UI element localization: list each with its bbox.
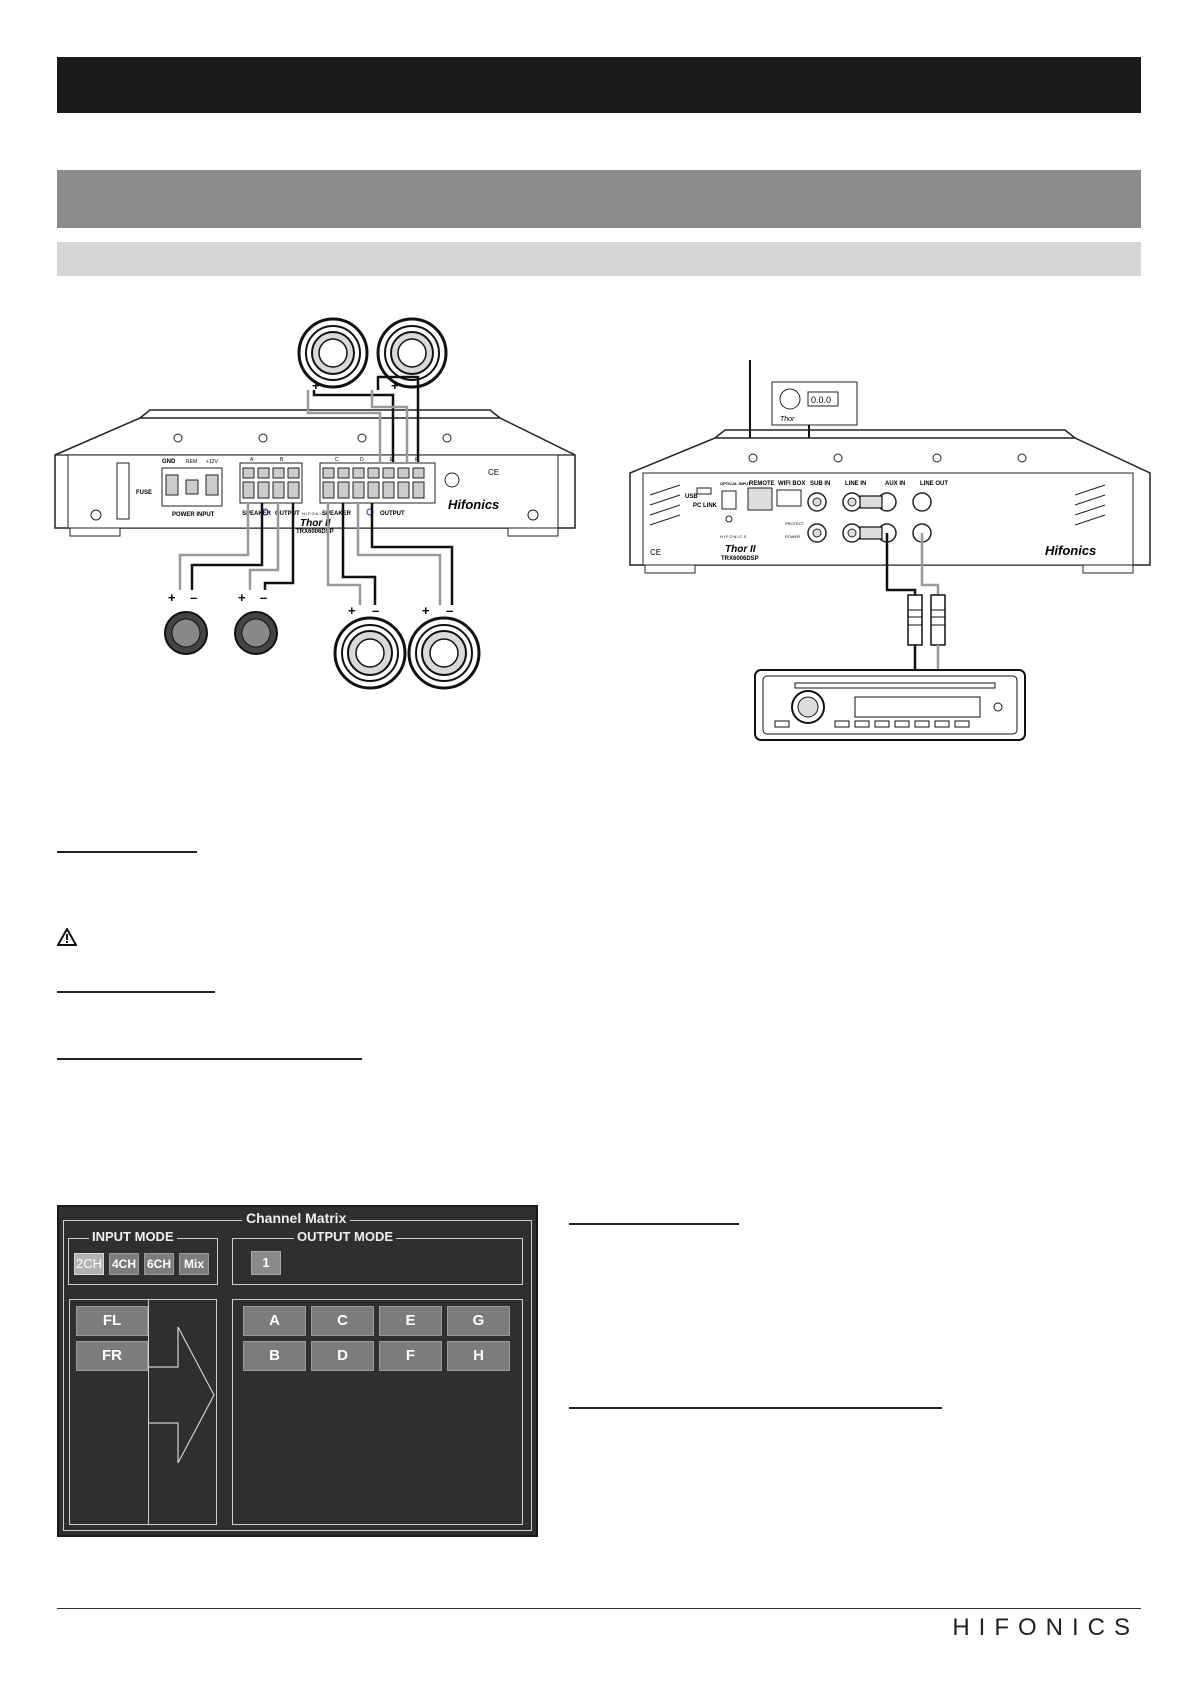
input-mode-mix-button[interactable]: Mix [179, 1253, 209, 1275]
svg-text:+: + [422, 603, 430, 618]
svg-text:–: – [446, 603, 453, 618]
heading-underline-1 [57, 851, 197, 853]
speaker-wiring-diagram: + – + – FUSE GND REM +12V POWER INPUT [54, 317, 576, 690]
svg-text:+: + [348, 603, 356, 618]
svg-text:POWER INPUT: POWER INPUT [172, 512, 215, 518]
svg-text:LINE IN: LINE IN [845, 481, 866, 487]
speaker-bottom-2 [407, 616, 481, 690]
remote-control: 0.0.0 Thor [771, 381, 858, 426]
svg-text:Thor II: Thor II [725, 544, 756, 555]
svg-text:REM: REM [186, 459, 197, 465]
channel-matrix-title: Channel Matrix [242, 1210, 351, 1226]
svg-text:F: F [415, 457, 418, 463]
svg-text:CE: CE [488, 468, 499, 477]
svg-text:USB: USB [685, 494, 698, 500]
svg-text:PC LINK: PC LINK [693, 503, 718, 509]
svg-text:GND: GND [162, 459, 176, 465]
routing-arrow-icon [148, 1326, 215, 1464]
channel-matrix-panel: Channel Matrix INPUT MODE 2CH 4CH 6CH Mi… [57, 1205, 538, 1537]
heading-underline-2 [57, 991, 215, 993]
svg-text:SPEAKER: SPEAKER [322, 511, 352, 517]
svg-text:FUSE: FUSE [136, 490, 152, 496]
tweeter-2 [234, 611, 278, 655]
output-channel-c[interactable]: C [311, 1306, 374, 1336]
heading-underline-5 [569, 1407, 942, 1409]
svg-text:OPTICAL INPUT: OPTICAL INPUT [720, 481, 751, 486]
svg-text:PROTECT: PROTECT [785, 521, 805, 526]
svg-text:+: + [312, 378, 320, 393]
output-channel-h[interactable]: H [447, 1341, 510, 1371]
output-channel-a[interactable]: A [243, 1306, 306, 1336]
svg-text:OUTPUT: OUTPUT [275, 511, 300, 517]
svg-text:–: – [335, 378, 342, 393]
input-channel-box [69, 1299, 217, 1525]
svg-text:+12V: +12V [206, 459, 218, 465]
input-mode-4ch-button[interactable]: 4CH [109, 1253, 139, 1275]
input-wiring-diagram: 0.0.0 Thor CE USB PC LINK OPTICAL INPUT … [629, 360, 1151, 741]
svg-text:REMOTE: REMOTE [749, 481, 775, 487]
svg-text:Thor: Thor [780, 416, 795, 423]
footer-brand: HIFONICS [952, 1614, 1139, 1641]
header-bar [57, 57, 1141, 113]
svg-text:HIFONICS: HIFONICS [720, 534, 747, 539]
svg-text:Hifonics: Hifonics [1045, 543, 1096, 558]
heading-underline-4 [569, 1223, 739, 1225]
svg-text:AUX IN: AUX IN [885, 481, 905, 487]
input-mode-6ch-button[interactable]: 6CH [144, 1253, 174, 1275]
output-channel-b[interactable]: B [243, 1341, 306, 1371]
input-box-divider [148, 1299, 149, 1525]
output-channel-e[interactable]: E [379, 1306, 442, 1336]
svg-text:0.0.0: 0.0.0 [811, 395, 831, 405]
svg-text:–: – [260, 590, 267, 605]
output-channel-d[interactable]: D [311, 1341, 374, 1371]
output-mode-label: OUTPUT MODE [294, 1229, 397, 1244]
svg-text:A: A [250, 457, 254, 463]
svg-text:Hifonics: Hifonics [448, 497, 499, 512]
section-bar [57, 170, 1141, 228]
svg-text:SPEAKER: SPEAKER [242, 511, 272, 517]
output-mode-1-button[interactable]: 1 [251, 1251, 281, 1275]
svg-text:LINE OUT: LINE OUT [920, 481, 948, 487]
input-channel-fl[interactable]: FL [76, 1306, 148, 1336]
subsection-bar [57, 242, 1141, 276]
svg-text:C: C [335, 457, 339, 463]
heading-underline-3 [57, 1058, 362, 1060]
footer-rule [57, 1608, 1141, 1609]
input-channel-fr[interactable]: FR [76, 1341, 148, 1371]
svg-text:TRX6006DSP: TRX6006DSP [296, 529, 334, 535]
svg-text:SUB IN: SUB IN [810, 481, 830, 487]
svg-text:POWER: POWER [785, 534, 800, 539]
svg-text:+: + [391, 378, 399, 393]
svg-text:TRX6006DSP: TRX6006DSP [721, 556, 759, 562]
speaker-top-2 [376, 317, 448, 389]
svg-text:D: D [360, 457, 364, 463]
svg-text:+: + [238, 590, 246, 605]
input-mode-2ch-button[interactable]: 2CH [74, 1253, 104, 1275]
svg-text:WIFI BOX: WIFI BOX [778, 481, 805, 487]
svg-text:–: – [190, 590, 197, 605]
svg-text:CE: CE [650, 548, 661, 557]
svg-text:–: – [372, 603, 379, 618]
svg-text:+: + [168, 590, 176, 605]
tweeter-1 [164, 611, 208, 655]
output-channel-box [232, 1299, 523, 1525]
output-channel-g[interactable]: G [447, 1306, 510, 1336]
amplifier-body-rear: CE USB PC LINK OPTICAL INPUT REMOTE WIFI… [629, 429, 1151, 574]
input-mode-label: INPUT MODE [89, 1229, 177, 1244]
head-unit [754, 669, 1026, 741]
speaker-top-1 [297, 317, 369, 389]
svg-text:Thor II: Thor II [300, 518, 331, 529]
output-channel-f[interactable]: F [379, 1341, 442, 1371]
svg-text:HIFONICS: HIFONICS [302, 511, 329, 516]
svg-text:OUTPUT: OUTPUT [380, 511, 405, 517]
amplifier-body: FUSE GND REM +12V POWER INPUT A B [54, 409, 576, 537]
warning-icon [56, 926, 78, 951]
svg-text:B: B [280, 457, 284, 463]
speaker-bottom-1 [333, 616, 407, 690]
